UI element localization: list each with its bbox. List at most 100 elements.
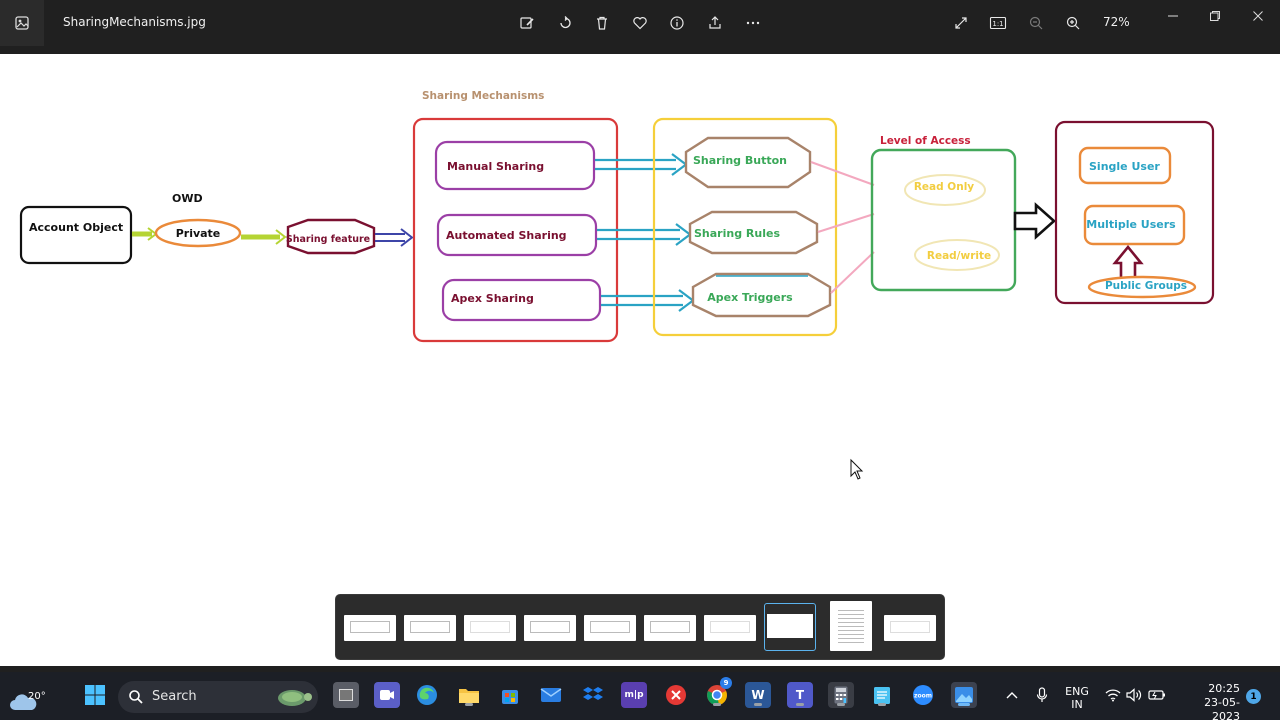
actual-size-icon[interactable]: 1:1 <box>985 10 1011 36</box>
filmstrip-thumb[interactable] <box>884 615 936 641</box>
single-user-box <box>1078 146 1172 185</box>
apex-sharing-label: Apex Sharing <box>451 292 534 305</box>
wifi-icon[interactable] <box>1100 682 1126 708</box>
private-ellipse <box>154 218 242 248</box>
public-groups-ellipse <box>1087 275 1197 299</box>
filmstrip-thumb[interactable] <box>524 615 576 641</box>
task-view-icon[interactable] <box>333 682 359 708</box>
close-icon[interactable] <box>1243 4 1273 28</box>
dropbox-icon[interactable] <box>580 682 606 708</box>
chevron-up-icon[interactable] <box>999 682 1025 708</box>
manual-sharing-box <box>434 140 596 191</box>
svg-text:zoom: zoom <box>914 693 932 700</box>
language-indicator[interactable]: ENG IN <box>1064 685 1090 711</box>
single-user-label: Single User <box>1089 160 1160 173</box>
read-write-label: Read/write <box>927 250 991 262</box>
arrow-automated-rules <box>597 223 692 246</box>
arrow-manual-button <box>595 153 688 176</box>
photos-taskbar-icon[interactable] <box>951 682 977 708</box>
groups-to-users-arrow <box>1112 244 1144 280</box>
sharing-button-hexagon <box>684 136 812 189</box>
automated-sharing-label: Automated Sharing <box>446 229 567 242</box>
access-to-users-arrow <box>1013 202 1056 240</box>
store-icon[interactable] <box>497 682 523 708</box>
svg-text:1:1: 1:1 <box>992 20 1003 28</box>
fit-screen-icon[interactable] <box>948 10 974 36</box>
favorite-icon[interactable] <box>627 10 653 36</box>
teams-chat-icon[interactable] <box>374 682 400 708</box>
zoom-in-icon[interactable] <box>1060 10 1086 36</box>
filmstrip-thumb[interactable] <box>830 601 872 651</box>
level-of-access-title: Level of Access <box>880 135 971 147</box>
notepad-icon[interactable] <box>869 682 895 708</box>
battery-icon[interactable] <box>1144 682 1170 708</box>
taskbar-search[interactable]: Search <box>118 681 318 713</box>
public-groups-label: Public Groups <box>1105 280 1187 292</box>
temperature: 20° <box>28 691 46 702</box>
sharing-rules-hexagon <box>688 210 819 255</box>
account-object-box <box>19 205 133 265</box>
file-explorer-icon[interactable] <box>456 682 482 708</box>
filmstrip-thumb[interactable] <box>464 615 516 641</box>
apex-sharing-box <box>441 278 602 322</box>
filmstrip-thumb-selected[interactable] <box>764 603 816 651</box>
edge-icon[interactable] <box>414 682 440 708</box>
more-icon[interactable] <box>740 10 766 36</box>
mdp-app-icon[interactable]: m|p <box>621 682 647 708</box>
calculator-icon[interactable] <box>828 682 854 708</box>
filmstrip-thumb[interactable] <box>704 615 756 641</box>
multiple-users-label: Multiple Users <box>1086 218 1176 231</box>
mouse-cursor <box>850 458 864 480</box>
notification-badge[interactable]: 1 <box>1246 689 1261 704</box>
photos-app-icon[interactable] <box>0 0 44 46</box>
chrome-icon[interactable]: 9 <box>704 677 732 708</box>
weather-widget[interactable]: 20° <box>8 680 48 712</box>
filmstrip-thumb[interactable] <box>344 615 396 641</box>
word-icon[interactable]: W <box>745 682 771 708</box>
read-only-label: Read Only <box>914 181 974 193</box>
microphone-icon[interactable] <box>1029 682 1055 708</box>
taskbar: 20° Search m|p <box>0 672 1280 720</box>
anydesk-icon[interactable] <box>663 682 689 708</box>
title-bar: SharingMechanisms.jpg 1:1 <box>0 0 1280 46</box>
search-icon <box>129 690 143 704</box>
share-icon[interactable] <box>702 10 728 36</box>
delete-icon[interactable] <box>589 10 615 36</box>
access-connectors <box>810 161 875 294</box>
sharing-diagram: OWD Account Object Private Sharing featu… <box>19 90 1215 480</box>
rotate-icon[interactable] <box>552 10 578 36</box>
volume-icon[interactable] <box>1121 682 1147 708</box>
arrow-feature-mechanisms <box>375 233 405 242</box>
mail-icon[interactable] <box>538 682 564 708</box>
language-top: ENG <box>1065 685 1089 698</box>
sharing-feature-hexagon <box>286 218 376 255</box>
manual-sharing-label: Manual Sharing <box>447 160 544 173</box>
search-label: Search <box>152 689 197 704</box>
image-canvas[interactable]: OWD Account Object Private Sharing featu… <box>0 54 1280 666</box>
restore-icon[interactable] <box>1200 4 1230 28</box>
edit-image-icon[interactable] <box>514 10 540 36</box>
arrow-apex-triggers <box>601 289 695 312</box>
clock[interactable]: 20:25 23-05-2023 <box>1178 682 1240 720</box>
info-icon[interactable] <box>664 10 690 36</box>
zoom-out-icon[interactable] <box>1023 10 1049 36</box>
start-icon[interactable] <box>82 682 108 708</box>
clock-date: 23-05-2023 <box>1204 696 1240 720</box>
filmstrip-thumb[interactable] <box>584 615 636 641</box>
apex-triggers-label: Apex Triggers <box>707 291 793 304</box>
apex-triggers-hexagon <box>691 272 832 318</box>
teams-icon[interactable]: T <box>787 682 813 708</box>
chrome-badge: 9 <box>720 677 732 689</box>
zoom-app-icon[interactable]: zoom <box>910 682 936 708</box>
zoom-level[interactable]: 72% <box>1103 15 1130 29</box>
read-write-ellipse <box>914 239 1000 271</box>
clock-time: 20:25 <box>1208 682 1240 695</box>
sharing-feature-label: Sharing feature <box>286 234 370 245</box>
multiple-users-box <box>1083 204 1186 246</box>
minimize-icon[interactable] <box>1158 4 1188 28</box>
filmstrip-thumb[interactable] <box>404 615 456 641</box>
sharing-button-label: Sharing Button <box>693 154 787 167</box>
automated-sharing-box <box>436 213 598 257</box>
filmstrip-thumb[interactable] <box>644 615 696 641</box>
